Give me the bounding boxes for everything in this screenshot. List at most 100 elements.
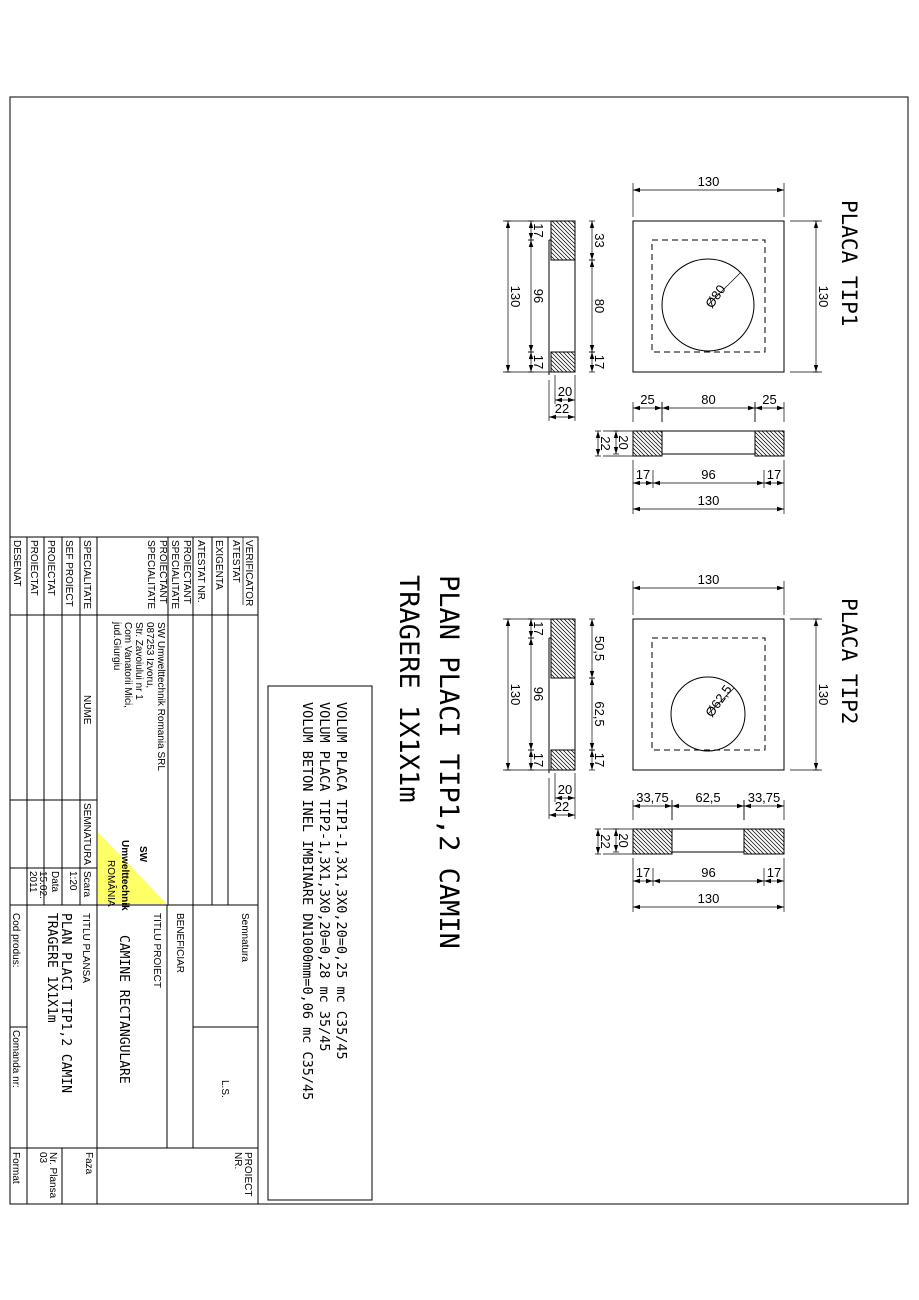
dimension-arrow <box>777 585 784 591</box>
dimension-label: 20 <box>616 435 631 449</box>
label-proiect-nr: NR. <box>232 1152 243 1169</box>
drawing-title-line1: PLAN PLACI TIP1,2 CAMIN <box>433 575 464 949</box>
hatch-line <box>743 829 769 855</box>
dimension-arrow <box>662 405 669 411</box>
hatch-line <box>766 828 785 847</box>
dimension-arrow <box>633 904 640 910</box>
sheet-title-line2: TRAGERE 1X1X1m <box>44 913 59 1023</box>
plate-plan-outline <box>632 618 785 771</box>
label-specialitate: SPECIALITATE <box>169 540 180 609</box>
hatch-line <box>550 367 556 373</box>
hatch-line <box>743 845 753 855</box>
hatch-line <box>743 849 749 855</box>
plate-label: PLACA TIP2 <box>837 598 861 724</box>
dimension-arrow <box>589 763 595 770</box>
hatch-line <box>550 223 576 249</box>
dimension-arrow <box>633 878 640 884</box>
dimension-arrow <box>744 803 751 809</box>
hatch-line <box>562 351 576 365</box>
hatch-line <box>563 618 576 631</box>
hatch-line <box>550 761 560 771</box>
dimension-arrow <box>777 803 784 809</box>
logo-background <box>98 832 167 904</box>
hatch-line <box>566 351 576 361</box>
label-proiectat: PROIECTAT <box>28 540 39 596</box>
drawing-title-line2: TRAGERE 1X1X1m <box>393 575 424 803</box>
dimension-label: 17 <box>531 223 546 237</box>
dimension-label: 130 <box>508 286 523 308</box>
dimension-arrow <box>655 405 662 411</box>
dimension-arrow <box>589 750 595 757</box>
hatch-line <box>663 828 673 838</box>
plate-plan-outline <box>632 220 785 373</box>
hatch-line <box>559 220 576 237</box>
hatch-line <box>567 618 576 627</box>
hatch-line <box>774 828 785 839</box>
dimension-arrow <box>589 260 595 267</box>
label-exigenta: EXIGENTA <box>213 540 224 590</box>
hatch-line <box>632 841 646 855</box>
hatch-line <box>567 220 576 229</box>
hatch-line <box>550 625 576 651</box>
hatch-line <box>762 828 785 851</box>
dimension-arrow <box>549 812 556 818</box>
dimension-arrow <box>505 763 511 770</box>
dimension-arrow <box>646 878 653 884</box>
note-line: VOLUM PLACA TIP2-1,3X1,3X0,20=0,28 mc 35… <box>316 702 332 1052</box>
dimension-arrow <box>589 221 595 228</box>
dimension-arrow <box>813 221 819 228</box>
hatch-line <box>550 657 572 679</box>
dimension-arrow <box>633 585 640 591</box>
dimension-label: 17 <box>592 753 607 767</box>
hatch-line <box>570 351 576 357</box>
hatch-line <box>651 828 673 850</box>
hatch-line <box>550 633 576 659</box>
dimension-label: 80 <box>592 299 607 313</box>
label-proiect-nr: PROIECT <box>242 1152 253 1196</box>
diameter-label: Ø62,5 <box>702 682 735 720</box>
dimension-arrow <box>595 829 601 836</box>
dimension-arrow <box>505 619 511 626</box>
hatch-line <box>643 430 663 450</box>
dimension-arrow <box>633 405 640 411</box>
hatch-line <box>550 649 576 675</box>
dimension-arrow <box>764 878 771 884</box>
hatch-line <box>554 749 576 771</box>
dimension-label: 22 <box>555 401 569 416</box>
hatch-line <box>769 430 785 446</box>
label-proiectant: PROIECTANT <box>181 540 192 604</box>
logo-sw: SW <box>137 846 148 863</box>
hatch-line <box>550 239 572 261</box>
notes-box <box>267 685 373 1201</box>
dimension-arrow <box>528 233 534 240</box>
dimension-arrow <box>555 397 562 403</box>
dimension-arrow <box>813 619 819 626</box>
date-value: 15.02. <box>37 871 48 899</box>
dimension-arrow <box>549 414 556 420</box>
hatch-line <box>550 669 560 679</box>
dimension-arrow <box>737 803 744 809</box>
company-address-line: SW Umwelttechnik Romania SRL <box>155 622 166 771</box>
hatch-line <box>754 439 772 457</box>
diameter-label: Ø80 <box>702 282 728 311</box>
dimension-arrow <box>568 397 575 403</box>
dimension-arrow <box>528 240 534 247</box>
label-titlu-proiect: TITLU PROIECT <box>151 913 162 988</box>
hatch-line <box>551 220 576 245</box>
hatch-line <box>643 828 670 855</box>
hatch-line <box>550 363 560 373</box>
label-ls: L.S. <box>219 1080 230 1098</box>
dimension-label: 96 <box>531 289 546 303</box>
hatch-line <box>550 255 556 261</box>
dimension-arrow <box>589 352 595 359</box>
note-line: VOLUM PLACA TIP1-1,3X1,3X0,20=0,25 mc C3… <box>333 702 349 1060</box>
dimension-arrow <box>755 405 762 411</box>
dimension-arrow <box>777 405 784 411</box>
label-beneficiar: BENEFICIAR <box>174 913 185 973</box>
hatch-line <box>550 629 576 655</box>
hatch-line <box>571 618 576 623</box>
dimension-arrow <box>589 743 595 750</box>
hatched-section <box>632 430 663 457</box>
dimension-arrow <box>633 506 640 512</box>
hatch-line <box>777 430 785 438</box>
